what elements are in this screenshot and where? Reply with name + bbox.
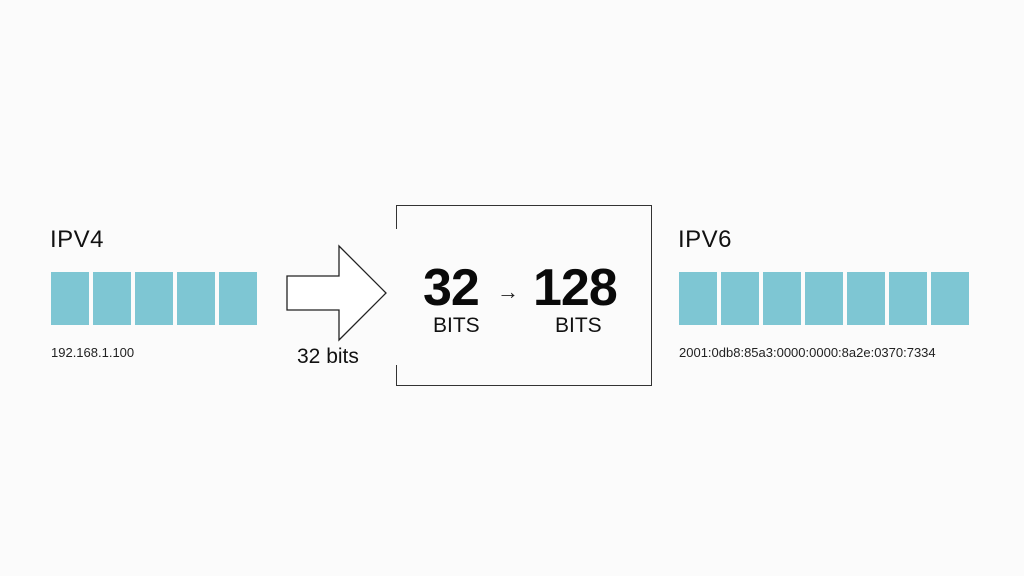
ipv4-blocks — [51, 272, 257, 325]
from-bits-unit: BITS — [433, 314, 480, 337]
ipv6-block — [889, 272, 927, 325]
small-arrow-icon: → — [497, 279, 519, 304]
arrow-label: 32 bits — [297, 345, 359, 368]
ipv6-block — [721, 272, 759, 325]
ipv4-block — [219, 272, 257, 325]
ipv4-block — [135, 272, 173, 325]
ipv6-blocks — [679, 272, 969, 325]
ipv6-block — [847, 272, 885, 325]
ipv6-address: 2001:0db8:85a3:0000:0000:8a2e:0370:7334 — [679, 345, 936, 360]
ipv6-block — [931, 272, 969, 325]
ipv6-title: IPV6 — [678, 226, 733, 253]
ipv4-address: 192.168.1.100 — [51, 345, 135, 360]
right-arrow-icon — [286, 244, 387, 342]
ipv6-block — [679, 272, 717, 325]
ipv4-block — [177, 272, 215, 325]
ipv4-block — [93, 272, 131, 325]
ipv4-title: IPV4 — [50, 226, 105, 253]
ipv4-block — [51, 272, 89, 325]
ipv6-block — [805, 272, 843, 325]
to-bits-unit: BITS — [555, 314, 602, 337]
ipv6-block — [763, 272, 801, 325]
box-left-gap — [394, 229, 400, 365]
from-bits-value: 32 — [423, 259, 480, 317]
to-bits-value: 128 — [533, 259, 618, 317]
